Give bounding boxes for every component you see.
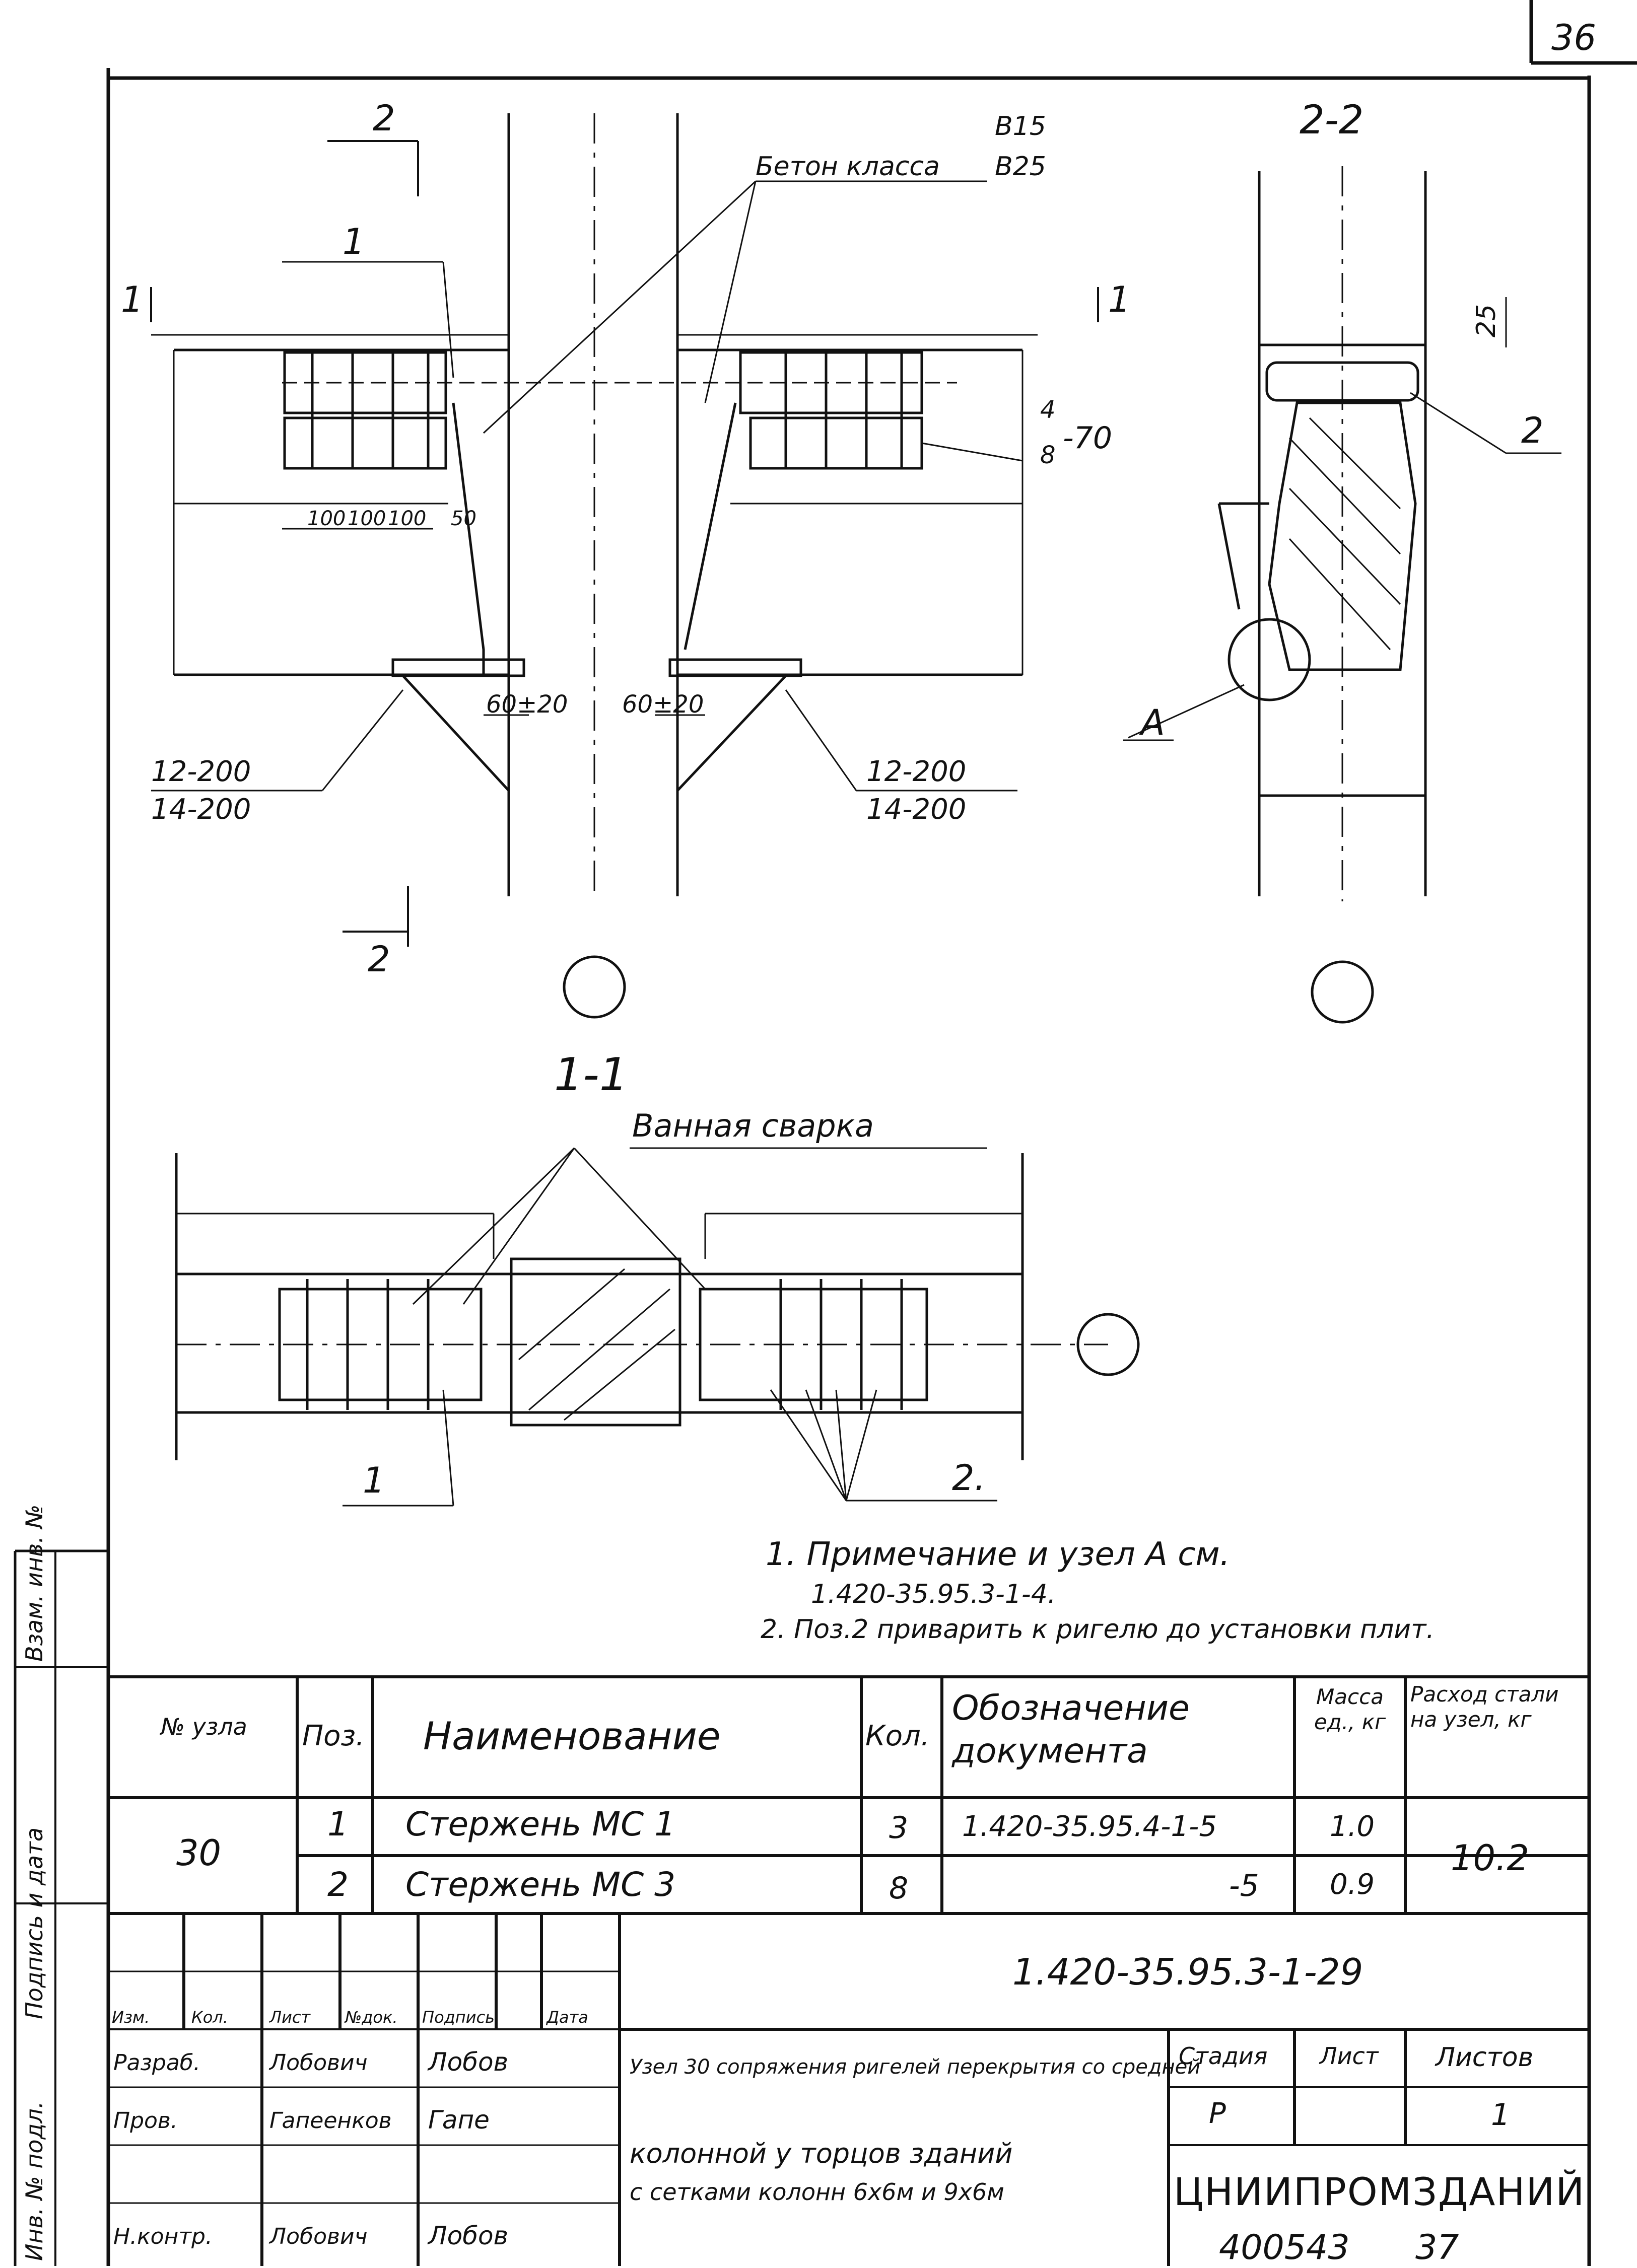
steel-total: 10.2 (1451, 1837, 1529, 1879)
position-2-section: 2. (952, 1457, 986, 1499)
dimension-100-c: 100 (388, 507, 427, 530)
mesh-right-bottom: 14-200 (866, 793, 967, 826)
dimension-50: 50 (451, 507, 476, 530)
view-title-2-2: 2-2 (1300, 98, 1364, 143)
header-mass: Масса ед., кг (1314, 1684, 1386, 1735)
position-1-label: 1 (343, 221, 365, 262)
sheet-header: Лист (1320, 2042, 1379, 2070)
name-checker: Гапеенков (269, 2108, 392, 2134)
section-mark-2-top: 2 (373, 98, 395, 139)
stamp-signature-date: Подпись и дата (21, 1827, 48, 2019)
elevation-view (150, 113, 1099, 1019)
dimension-25: 25 (1471, 304, 1502, 337)
gap-left-label: 60±20 (486, 690, 568, 719)
rev-header-date: Дата (547, 2008, 588, 2027)
organization-name: ЦНИИПРОМЗДАНИЙ (1174, 2169, 1586, 2214)
header-qty: Кол. (865, 1720, 930, 1752)
rev-header-docno: №док. (345, 2008, 398, 2027)
sheets-header: Листов (1436, 2042, 1534, 2073)
section-1-1-view (175, 1147, 1140, 1507)
header-pos: Поз. (302, 1720, 365, 1752)
signature-norm-control: Лобов (428, 2221, 509, 2250)
rev-header-signature: Подпись (422, 2008, 495, 2027)
node-a-label: A (1141, 702, 1165, 743)
view-title-1-1: 1-1 (554, 1048, 628, 1101)
table-lines (108, 1675, 1589, 2266)
header-node: № узла (161, 1713, 247, 1740)
header-steel: Расход стали на узел, кг (1410, 1682, 1559, 1732)
dimension-100-b: 100 (348, 507, 386, 530)
note-2: 2. Поз.2 приварить к ригелю до установки… (761, 1614, 1435, 1645)
drawing-title-line-2: колонной у торцов зданий (630, 2138, 1013, 2169)
signature-developer: Лобов (428, 2047, 509, 2077)
role-developer: Разраб. (113, 2050, 200, 2076)
document-code: 1.420-35.95.3-1-29 (1012, 1951, 1363, 1993)
row-1-qty: 3 (889, 1810, 909, 1846)
row-2-qty: 8 (889, 1871, 909, 1906)
node-number: 30 (176, 1832, 222, 1874)
section-mark-1-right: 1 (1108, 279, 1131, 320)
header-doc: Обозначение документа (952, 1688, 1190, 1771)
signature-checker: Гапе (428, 2105, 490, 2135)
stamp-inv-duplicate: Взам. инв. № (21, 1504, 48, 1662)
section-mark-2-bottom: 2 (368, 939, 390, 980)
fraction-value: -70 (1063, 420, 1112, 456)
role-norm-control: Н.контр. (113, 2224, 213, 2249)
stamp-inv-original: Инв. № подл. (21, 2101, 48, 2261)
concrete-class-label: Бетон класса (756, 152, 940, 182)
mesh-right-top: 12-200 (866, 755, 967, 788)
rev-header-change: Изм. (112, 2008, 150, 2027)
mesh-left-top: 12-200 (151, 755, 251, 788)
archive-number: 400543 (1219, 2228, 1350, 2267)
rev-header-sheet: Лист (269, 2008, 311, 2027)
dimension-100-a: 100 (307, 507, 346, 530)
archive-page: 37 (1415, 2228, 1459, 2267)
position-2-label-view22: 2 (1521, 410, 1544, 451)
name-developer: Лобович (269, 2050, 368, 2076)
row-2-doc: -5 (1229, 1868, 1259, 1903)
mesh-left-bottom: 14-200 (151, 793, 251, 826)
row-1-doc: 1.420-35.95.4-1-5 (962, 1810, 1217, 1843)
row-2-name: Стержень МС 3 (405, 1865, 676, 1904)
section-mark-1-left: 1 (121, 279, 144, 320)
welding-label: Ванная сварка (632, 1107, 874, 1144)
role-checker: Пров. (113, 2108, 178, 2134)
position-1-section: 1 (363, 1460, 385, 1501)
stage-header: Стадия (1179, 2042, 1268, 2070)
row-1-name: Стержень МС 1 (405, 1805, 676, 1844)
drawing-title-line-3: с сетками колонн 6х6м и 9х6м (630, 2178, 1004, 2206)
gap-right-label: 60±20 (622, 690, 704, 719)
sheets-value: 1 (1491, 2097, 1511, 2133)
drawing-title-line-1: Узел 30 сопряжения ригелей перекрытия со… (630, 2056, 1201, 2079)
concrete-class-b15: B15 (995, 111, 1046, 141)
frame (14, 0, 1637, 2266)
row-2-pos: 2 (327, 1865, 349, 1904)
rev-header-count: Кол. (191, 2008, 228, 2027)
fraction-denominator: 8 (1040, 441, 1056, 469)
note-1-reference: 1.420-35.95.3-1-4. (811, 1579, 1056, 1609)
header-name: Наименование (423, 1714, 721, 1758)
stage-value: Р (1209, 2097, 1226, 2130)
name-norm-control: Лобович (269, 2224, 368, 2249)
section-2-2-view (1123, 166, 1561, 1024)
note-1: 1. Примечание и узел А см. (766, 1536, 1230, 1573)
concrete-class-b25: B25 (995, 152, 1046, 182)
sheet-number: 36 (1551, 17, 1597, 58)
row-1-pos: 1 (327, 1805, 349, 1844)
fraction-numerator: 4 (1040, 396, 1056, 424)
row-1-mass: 1.0 (1330, 1810, 1375, 1843)
row-2-mass: 0.9 (1330, 1868, 1375, 1901)
